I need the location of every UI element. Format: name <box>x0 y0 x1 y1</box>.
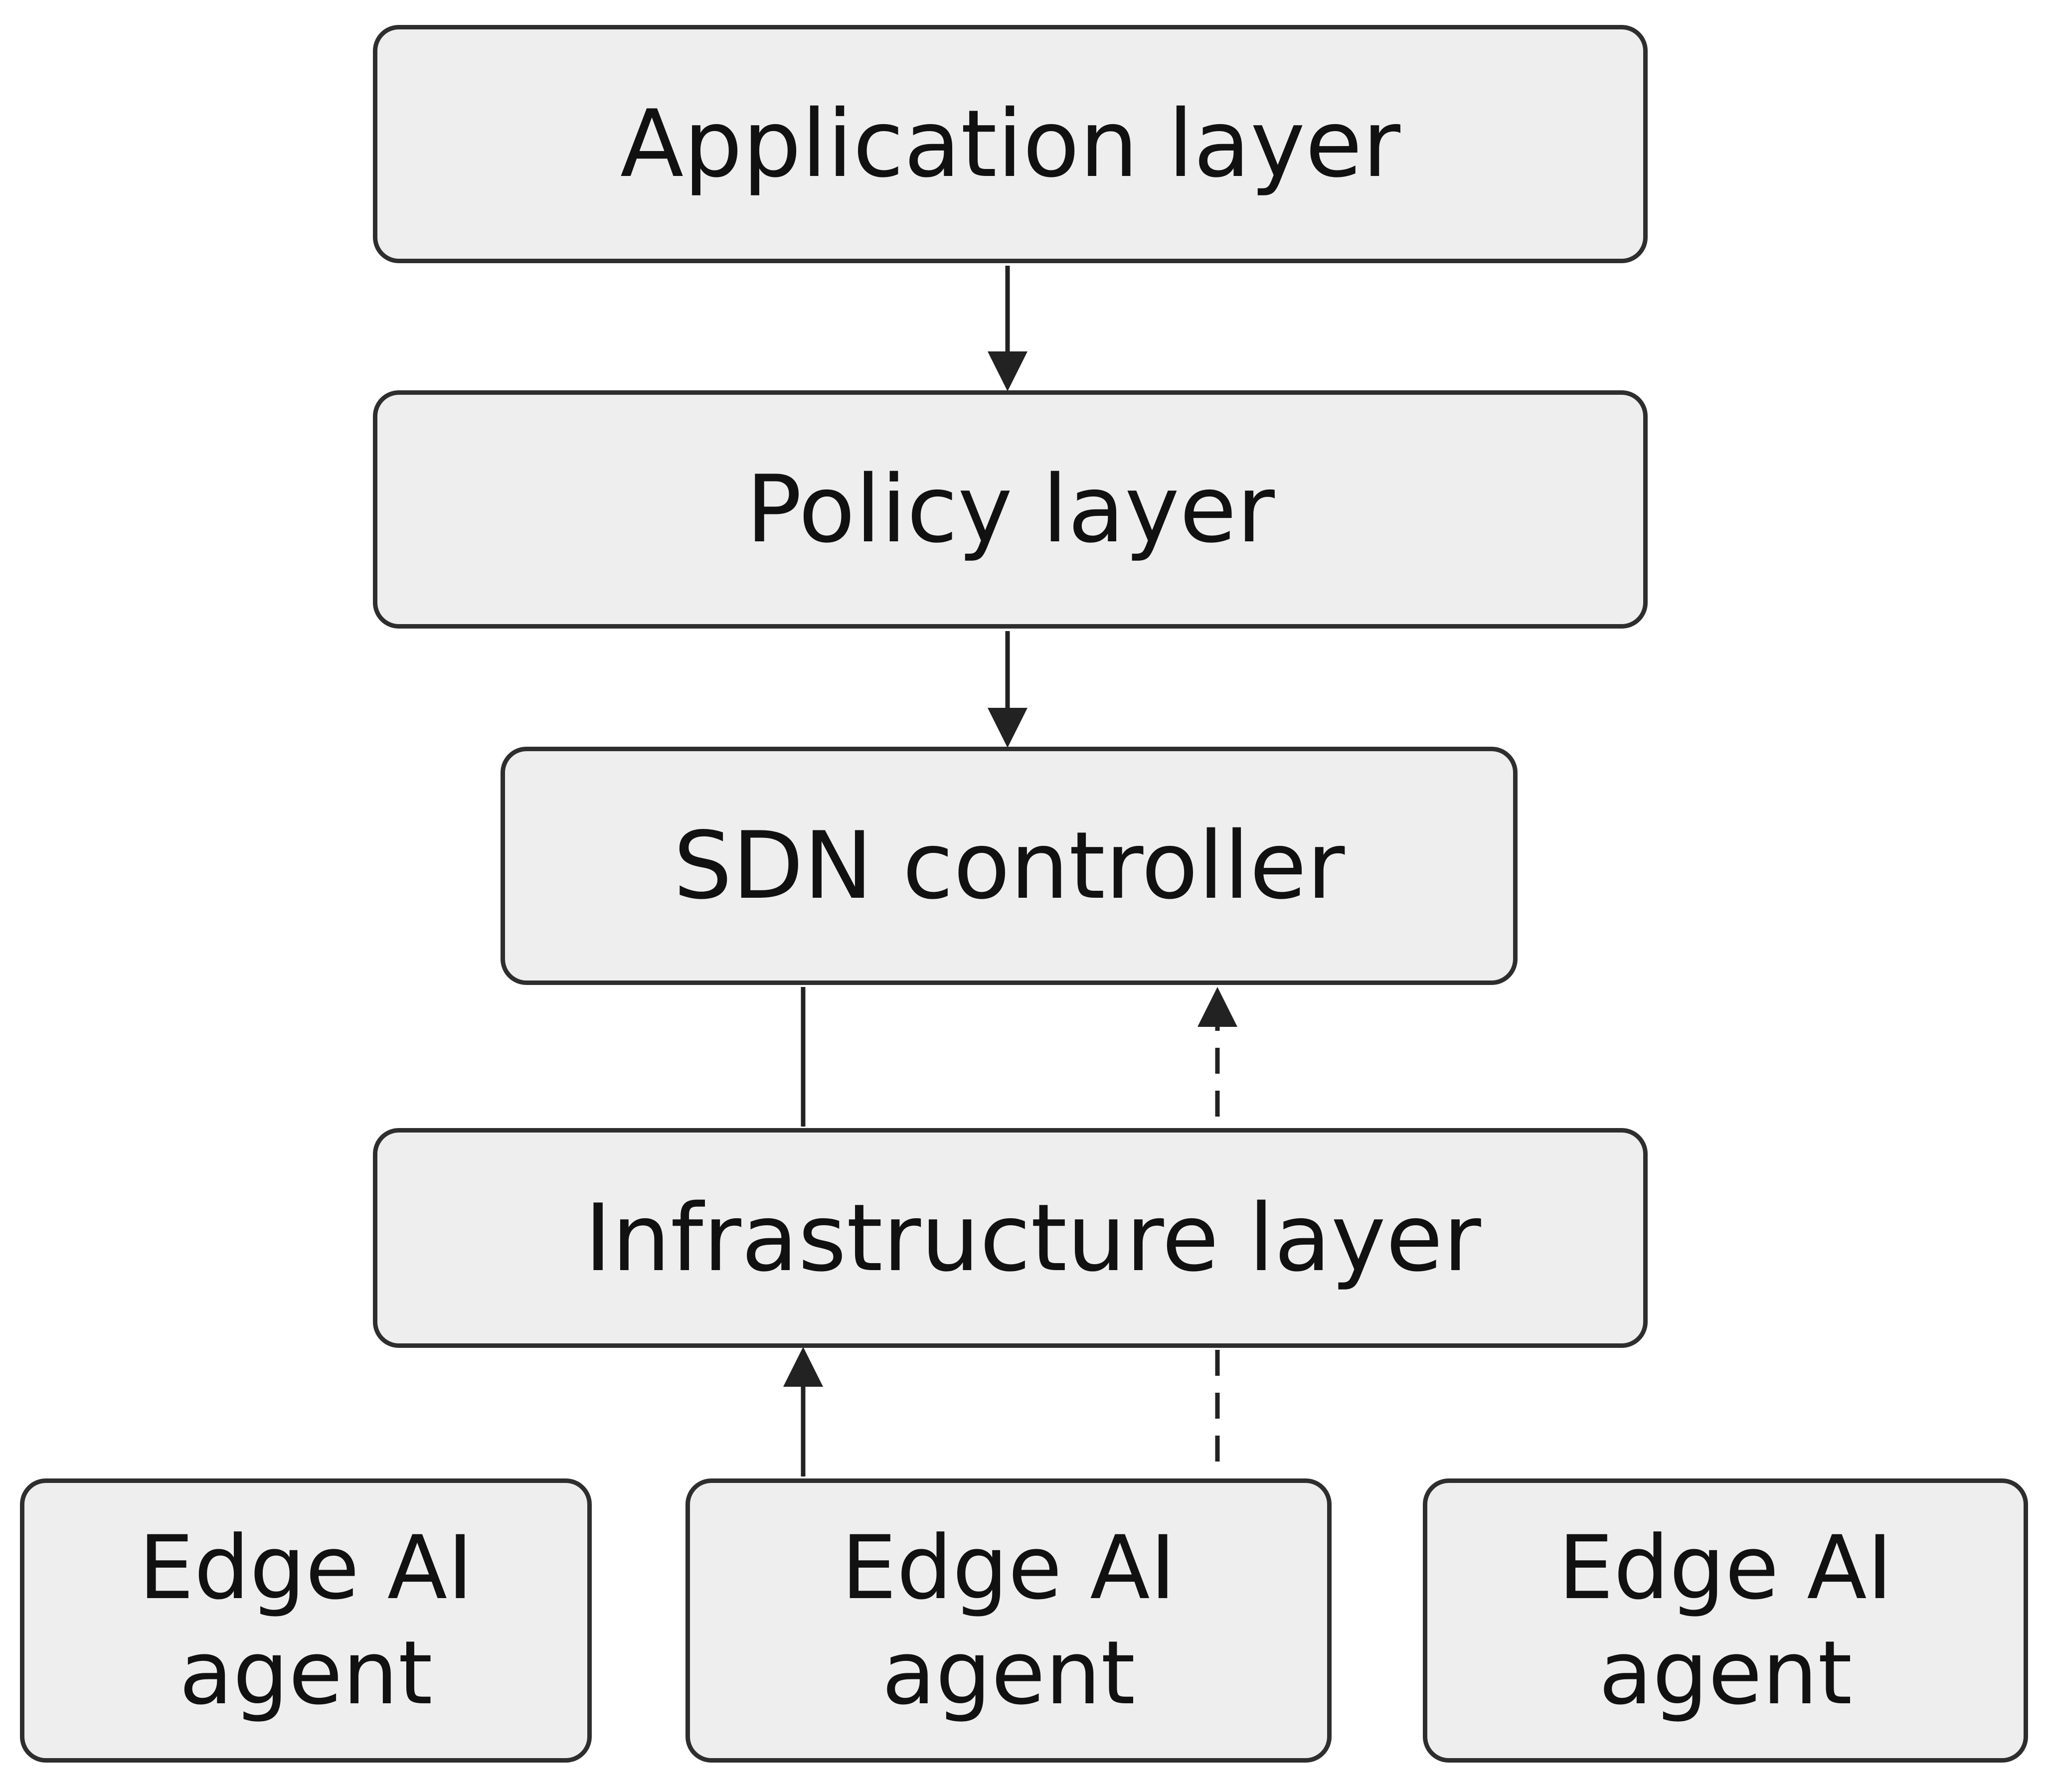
edge-ai-agent-box-3: Edge AI agent <box>1423 1478 2028 1763</box>
sdn-controller-box: SDN controller <box>501 747 1518 985</box>
infrastructure-layer-label: Infrastructure layer <box>584 1183 1481 1292</box>
policy-layer-box: Policy layer <box>373 390 1648 629</box>
edge-ai-agent-label-2: Edge AI agent <box>841 1516 1176 1724</box>
policy-layer-label: Policy layer <box>746 455 1275 564</box>
infrastructure-layer-box: Infrastructure layer <box>373 1128 1648 1348</box>
edge-ai-agent-box-2: Edge AI agent <box>685 1478 1332 1763</box>
edge-ai-agent-label-3: Edge AI agent <box>1558 1516 1893 1724</box>
sdn-controller-label: SDN controller <box>673 812 1345 920</box>
application-layer-label: Application layer <box>620 90 1400 198</box>
edge-ai-agent-label-1: Edge AI agent <box>138 1516 474 1724</box>
edge-ai-agent-box-1: Edge AI agent <box>20 1478 592 1763</box>
application-layer-box: Application layer <box>373 25 1648 263</box>
